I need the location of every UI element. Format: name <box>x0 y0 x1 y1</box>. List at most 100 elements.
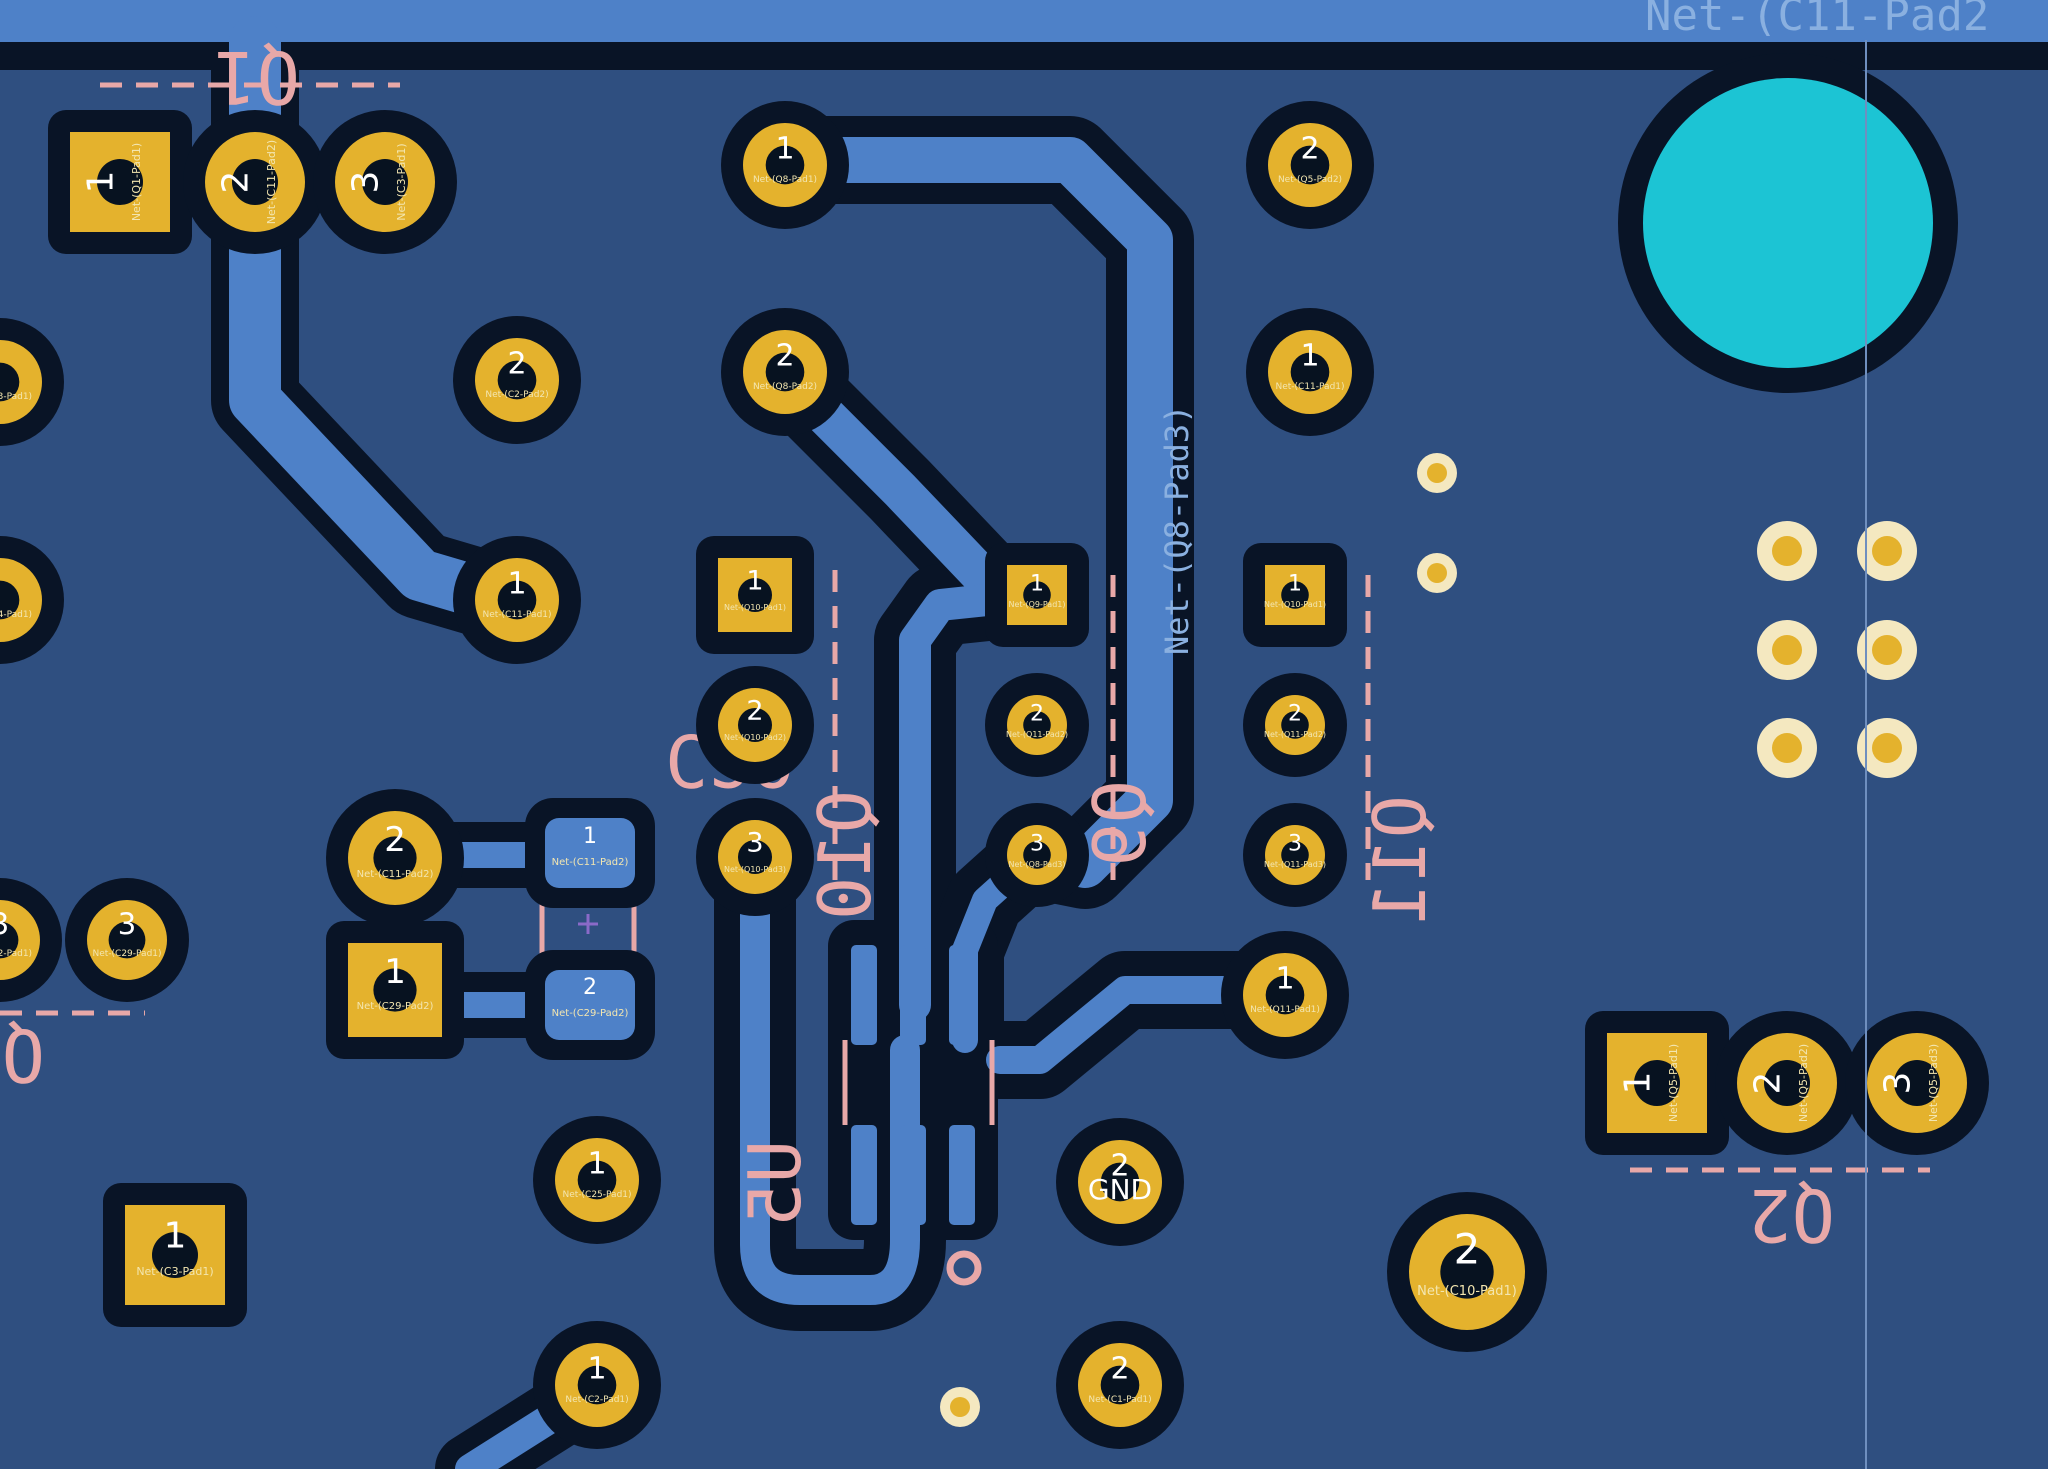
pad-net-name: Net-(C2-Pad1) <box>565 1395 628 1405</box>
pad-number: 2 <box>1110 1352 1129 1387</box>
pad-drill-hole <box>1894 1060 1940 1106</box>
pad-drill-hole <box>765 352 805 392</box>
pad-net-name: Net-(C10-Pad1) <box>1417 1284 1517 1299</box>
pad-net-name: Net-(C29-Pad1) <box>92 949 161 959</box>
pad-net-name: Net-(Q9-Pad1) <box>1009 600 1066 609</box>
u5-pad-1 <box>851 945 877 1045</box>
pad-q5-3[interactable]: 3 Net-(Q5-Pad3) <box>1845 1011 1989 1155</box>
pad-drill-hole <box>737 707 773 743</box>
pad-drill-hole <box>0 362 20 402</box>
pad-edge-a[interactable]: Net-(Q3-Pad1) <box>0 318 64 446</box>
via-8-core <box>1872 733 1902 763</box>
via-2-core <box>1427 563 1447 583</box>
via-3-core <box>1772 536 1802 566</box>
pad-number: 2 <box>1748 1072 1789 1095</box>
pad-number: 3 <box>1878 1072 1919 1095</box>
u5-footprint[interactable] <box>851 945 975 1225</box>
pad-net-name: Net-(Q11-Pad3) <box>1264 860 1326 869</box>
u5-pad-4 <box>851 1125 877 1225</box>
pad-number: 2 <box>746 695 763 726</box>
pad-number: 1 <box>81 171 122 194</box>
pad-number: 3 <box>118 907 136 941</box>
pad-number: 2 <box>1030 702 1044 727</box>
pad-net-name: Net-(C11-Pad1) <box>482 610 551 620</box>
pad-drill-hole <box>1023 581 1051 609</box>
pad-drill-hole <box>1290 352 1330 392</box>
designator-u5: U5 <box>733 1140 817 1227</box>
pad-drill-hole <box>1023 711 1051 739</box>
pad-net-name: Net-(Q5-Pad1) <box>1667 1044 1680 1122</box>
pad-net-name: Net-(C11-Pad1) <box>1275 382 1344 392</box>
pad-number: 1 <box>1030 572 1044 597</box>
net-label-q8-pad3: Net-(Q8-Pad3) <box>1158 405 1196 655</box>
c29-pad-2-num: 2 <box>583 975 597 1000</box>
top-bus-trace <box>0 0 2048 42</box>
pad-edge-b[interactable]: Net-(Q4-Pad1) <box>0 536 64 664</box>
pad-copper <box>0 900 40 980</box>
mounting-hole[interactable] <box>1643 78 1933 368</box>
pad-drill-hole <box>1265 975 1305 1015</box>
pad-net-name: Net-(C3-Pad1) <box>136 1265 213 1278</box>
pad-copper <box>0 340 42 424</box>
pad-number: 1 <box>775 132 794 167</box>
via-7-core <box>1772 733 1802 763</box>
pad-net-name: Net-(Q2-Pad1) <box>0 949 32 959</box>
designator-q2: Q2 <box>1748 1173 1835 1257</box>
pad-drill-hole <box>152 1232 198 1278</box>
c29-pad-2-net: Net-(C29-Pad2) <box>552 1008 629 1019</box>
pad-net-name: Net-(Q10-Pad2) <box>724 733 786 742</box>
c29-center-mark <box>578 914 598 934</box>
pad-net-name: Net-(Q11-Pad1) <box>1250 1005 1320 1015</box>
designator-q-left: Q <box>2 1013 45 1097</box>
pad-net-name: GND <box>1088 1173 1152 1206</box>
pad-number: 2 <box>775 339 794 374</box>
pad-drill-hole <box>373 968 417 1012</box>
designator-q11: Q11 <box>1358 795 1442 925</box>
pad-net-name: Net-(Q3-Pad1) <box>0 392 32 402</box>
pad-net-name: Net-(Q5-Pad3) <box>1927 1044 1940 1122</box>
pad-net-name: Net-(Q4-Pad1) <box>0 610 32 620</box>
pad-net-name: Net-(Q10-Pad1) <box>724 603 786 612</box>
net-label-top-bus: Net-(C11-Pad2 <box>1645 0 1989 41</box>
pad-number: 3 <box>746 827 763 858</box>
silkscreen-outlines <box>0 82 1930 1173</box>
pad-drill-hole <box>577 1160 617 1200</box>
c29-footprint[interactable]: 1 Net-(C11-Pad2) 2 Net-(C29-Pad2) <box>525 798 655 1060</box>
pad-number: 1 <box>384 952 406 992</box>
pad-number: 3 <box>0 907 9 941</box>
trace-q10-u5 <box>740 845 920 1305</box>
designator-q1: Q1 <box>213 35 300 119</box>
